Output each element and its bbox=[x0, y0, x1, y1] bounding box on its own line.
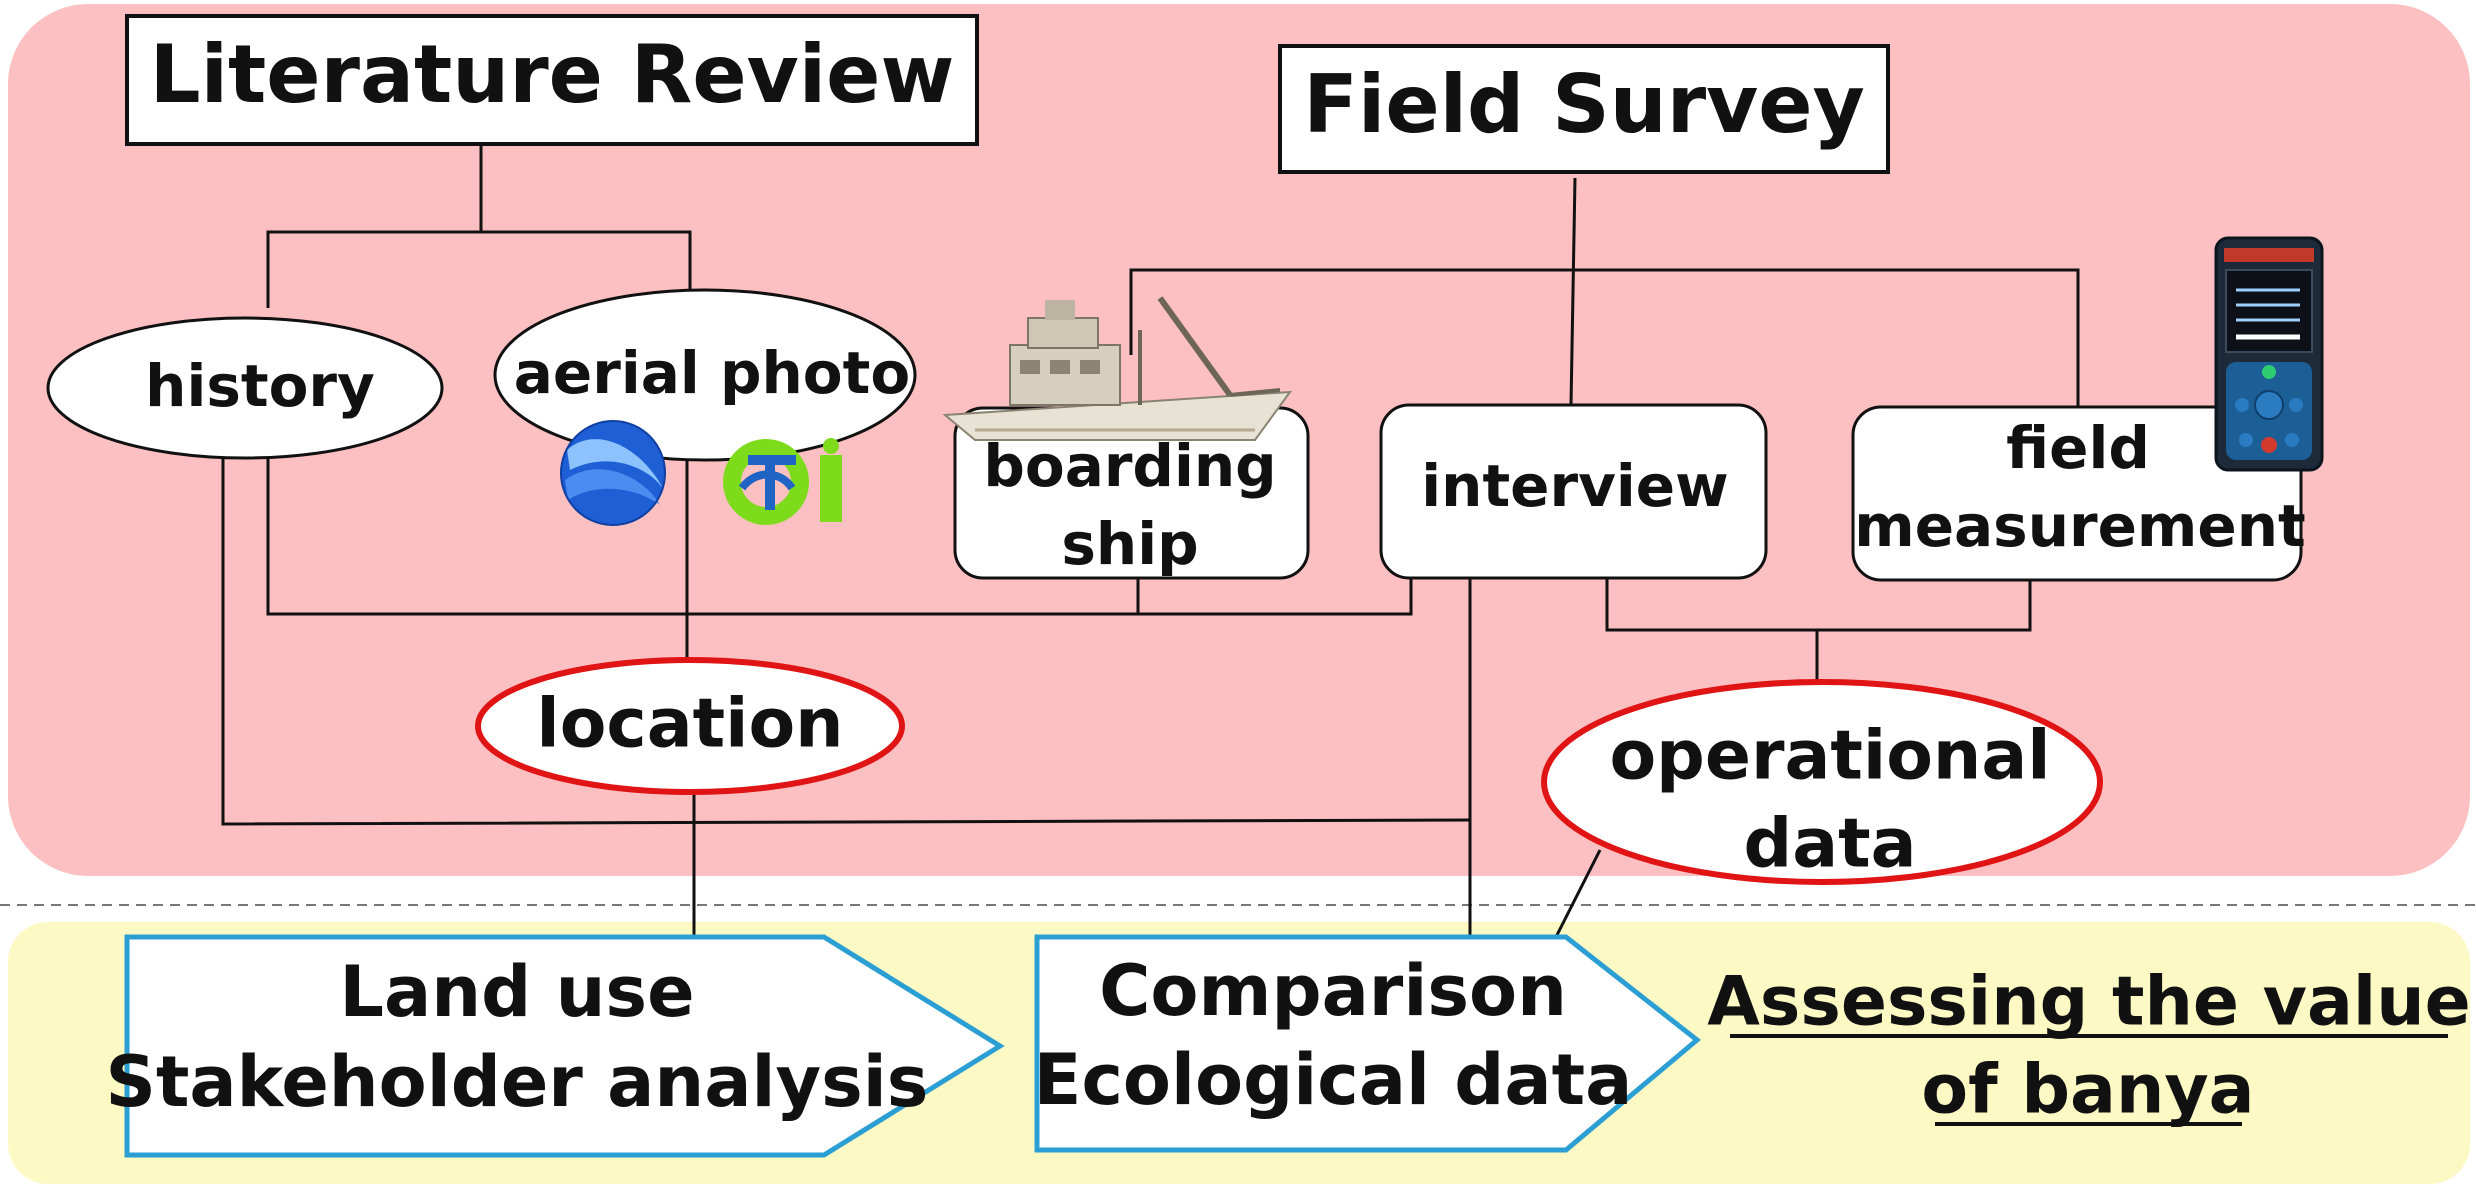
aerial-photo-node: aerial photo bbox=[493, 288, 917, 462]
history-label: history bbox=[145, 352, 375, 420]
google-earth-icon bbox=[560, 420, 666, 526]
aerial-photo-label: aerial photo bbox=[514, 339, 910, 407]
operational-data-label-line1: operational bbox=[1609, 717, 2050, 796]
comparison-arrow-box: Comparison Ecological data bbox=[1034, 934, 1701, 1153]
assessing-value-line2: of banya bbox=[1921, 1051, 2254, 1130]
literature-review-label: Literature Review bbox=[150, 28, 955, 121]
assessing-value-line1: Assessing the value bbox=[1707, 963, 2470, 1042]
operational-data-label-line2: data bbox=[1744, 805, 1917, 884]
location-node: location bbox=[475, 657, 905, 795]
field-measurement-label-line1: field bbox=[2006, 414, 2150, 482]
history-node: history bbox=[46, 316, 444, 460]
laser-rangefinder-photo bbox=[2214, 236, 2324, 472]
assessing-value-text: Assessing the value of banya bbox=[1707, 963, 2470, 1130]
land-use-arrow-box: Land use Stakeholder analysis bbox=[106, 934, 1005, 1158]
literature-review-box: Literature Review bbox=[125, 14, 979, 146]
field-survey-label: Field Survey bbox=[1303, 58, 1864, 151]
field-survey-box: Field Survey bbox=[1278, 44, 1890, 174]
gsi-logo-icon bbox=[723, 438, 842, 525]
comparison-label-line2: Ecological data bbox=[1034, 1039, 1633, 1121]
interview-label: interview bbox=[1421, 452, 1728, 520]
comparison-label-line1: Comparison bbox=[1099, 950, 1567, 1032]
interview-node: interview bbox=[1379, 403, 1768, 580]
field-measurement-label-line2: measurement bbox=[1854, 492, 2305, 560]
connectors bbox=[221, 144, 2080, 938]
boarding-ship-label-line1: boarding bbox=[983, 432, 1276, 500]
boarding-ship-node: boarding ship bbox=[953, 406, 1310, 580]
boarding-ship-label-line2: ship bbox=[1061, 510, 1198, 578]
fishing-boat-photo bbox=[942, 296, 1293, 441]
land-use-label-line1: Land use bbox=[339, 951, 694, 1033]
location-label: location bbox=[536, 685, 843, 764]
field-measurement-node: field measurement bbox=[1851, 405, 2306, 582]
operational-data-node: operational data bbox=[1541, 679, 2103, 885]
land-use-label-line2: Stakeholder analysis bbox=[106, 1041, 929, 1123]
